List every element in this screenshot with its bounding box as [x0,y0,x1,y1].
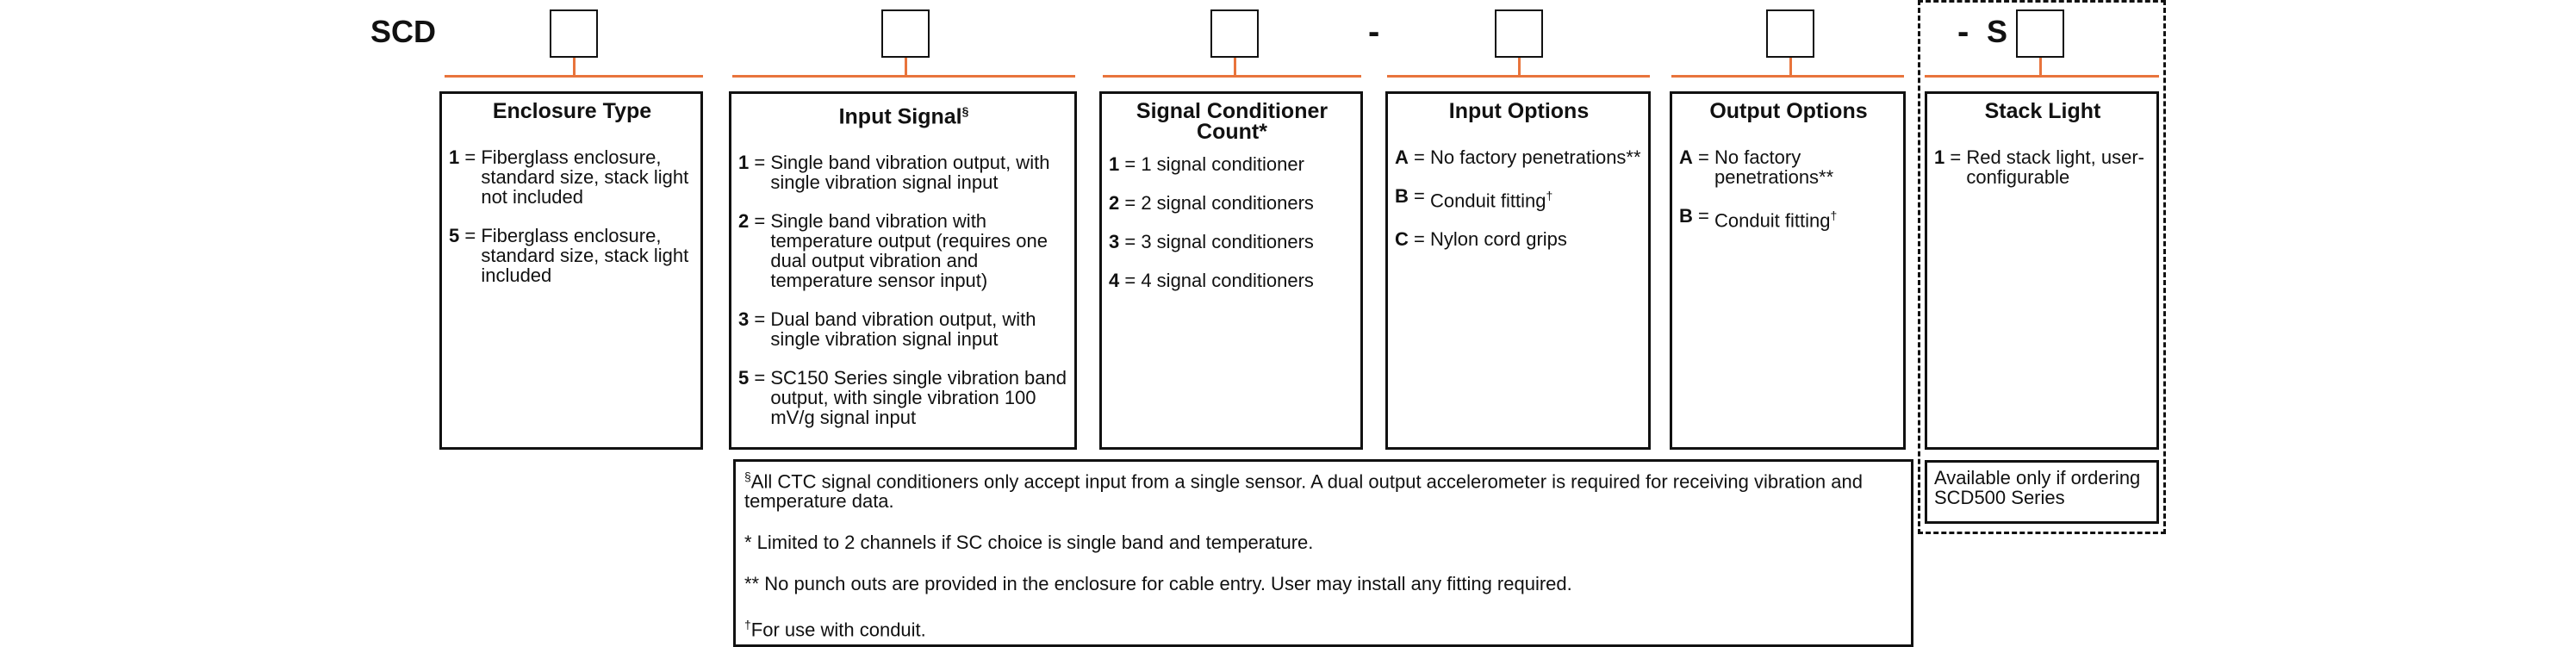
code-slot-input-signal[interactable] [881,9,930,58]
option-item: 1 = Fiberglass enclosure, standard size,… [449,147,695,207]
option-item: B = Conduit fitting† [1679,206,1898,230]
option-item: A = No factory penetrations** [1679,147,1898,187]
option-code: 5 [449,225,460,246]
dagger-mark: † [1830,208,1838,222]
option-code: 1 [1109,153,1120,175]
option-item: B = Conduit fitting† [1395,186,1643,210]
connector-rule [445,75,703,78]
connector-tick [1789,58,1792,77]
option-box-sc-count: Signal Conditioner Count* 1 = 1 signal c… [1099,91,1363,450]
option-code: 3 [738,308,750,331]
part-number-prefix: SCD [370,14,437,49]
option-code: B [1395,185,1409,207]
option-item: A = No factory penetrations** [1395,147,1643,167]
option-item: 3 = Dual band vibration output, with sin… [738,309,1069,349]
option-code: C [1395,228,1409,251]
connector-rule [1387,75,1650,78]
separator-dash: - [1368,13,1380,51]
footnotes-box: §All CTC signal conditioners only accept… [733,459,1913,647]
option-code: 5 [738,367,750,389]
option-code: 2 [1109,192,1120,214]
option-desc: Nylon cord grips [1429,228,1567,251]
option-item: 2 = 2 signal conditioners [1109,193,1355,213]
connector-rule [1925,75,2159,78]
connector-tick [905,58,907,77]
connector-tick [573,58,576,77]
connector-tick [2039,58,2042,77]
connector-rule [732,75,1075,78]
option-box-output-options: Output Options A = No factory penetratio… [1670,91,1906,450]
option-desc: No factory penetrations** [1429,146,1641,168]
box-title: Output Options [1709,99,1868,123]
box-title: Input Options [1448,99,1590,123]
option-desc: Fiberglass enclosure, standard size, sta… [481,225,689,286]
box-title: Stack Light [1984,99,2101,123]
section-mark: § [961,104,969,118]
option-desc: No factory penetrations** [1714,146,1834,188]
option-item: 5 = Fiberglass enclosure, standard size,… [449,226,695,285]
option-desc: Conduit fitting† [1714,208,1838,232]
option-desc: 1 signal conditioner [1141,153,1304,175]
footnote-double-asterisk: ** No punch outs are provided in the enc… [744,573,1572,595]
box-title: Signal Conditioner Count* [1136,99,1328,144]
connector-rule [1671,75,1904,78]
option-desc: SC150 Series single vibration band outpu… [770,367,1067,429]
code-slot-stack-light[interactable] [2016,9,2064,58]
option-box-stack-light: Stack Light 1 = Red stack light, user-co… [1925,91,2159,450]
option-desc: Single band vibration with temperature o… [770,210,1048,292]
separator-dash-stack: - [1957,13,1969,51]
option-box-enclosure-type: Enclosure Type 1 = Fiberglass enclosure,… [439,91,703,450]
option-item: 4 = 4 signal conditioners [1109,271,1355,290]
stack-light-availability-note: Available only if ordering SCD500 Series [1925,460,2159,524]
code-slot-output-options[interactable] [1766,9,1814,58]
code-slot-input-options[interactable] [1495,9,1543,58]
option-item: 5 = SC150 Series single vibration band o… [738,368,1069,427]
option-code: A [1679,146,1693,168]
option-code: 1 [738,152,750,174]
option-code: 3 [1109,231,1120,252]
option-code: 1 [449,146,460,168]
footnote-dagger: †For use with conduit. [744,618,926,641]
option-box-input-options: Input Options A = No factory penetration… [1385,91,1651,450]
dagger-mark: † [744,618,751,632]
section-mark: § [744,470,751,483]
option-item: 1 = Single band vibration output, with s… [738,152,1069,192]
suffix-letter-s: S [1987,14,2008,49]
option-code: 2 [738,210,750,233]
stack-light-option-group [1918,0,2166,534]
option-desc: Red stack light, user-configurable [1966,146,2144,188]
footnote-section: §All CTC signal conditioners only accept… [744,470,1863,513]
option-desc: 2 signal conditioners [1141,192,1314,214]
option-code: 1 [1934,146,1945,168]
option-item: 3 = 3 signal conditioners [1109,232,1355,252]
connector-tick [1234,58,1236,77]
footnote-asterisk: * Limited to 2 channels if SC choice is … [744,532,1314,554]
option-item: 1 = Red stack light, user-configurable [1934,147,2151,187]
option-code: A [1395,146,1409,168]
option-desc: Fiberglass enclosure, standard size, sta… [481,146,689,208]
box-title: Enclosure Type [492,99,652,123]
option-item: C = Nylon cord grips [1395,229,1643,249]
option-item: 1 = 1 signal conditioner [1109,154,1355,174]
option-desc: 4 signal conditioners [1141,270,1314,291]
option-desc: 3 signal conditioners [1141,231,1314,252]
option-desc: Conduit fitting† [1429,189,1553,212]
code-slot-sc-count[interactable] [1210,9,1259,58]
code-slot-enclosure[interactable] [550,9,598,58]
option-desc: Dual band vibration output, with single … [770,308,1036,351]
option-code: B [1679,205,1693,227]
dagger-mark: † [1546,189,1553,202]
connector-tick [1518,58,1521,77]
option-box-input-signal: Input Signal§ 1 = Single band vibration … [729,91,1077,450]
option-code: 4 [1109,270,1120,291]
option-item: 2 = Single band vibration with temperatu… [738,211,1069,290]
option-desc: Single band vibration output, with singl… [770,152,1050,194]
box-title: Input Signal§ [838,104,969,129]
connector-rule [1103,75,1361,78]
